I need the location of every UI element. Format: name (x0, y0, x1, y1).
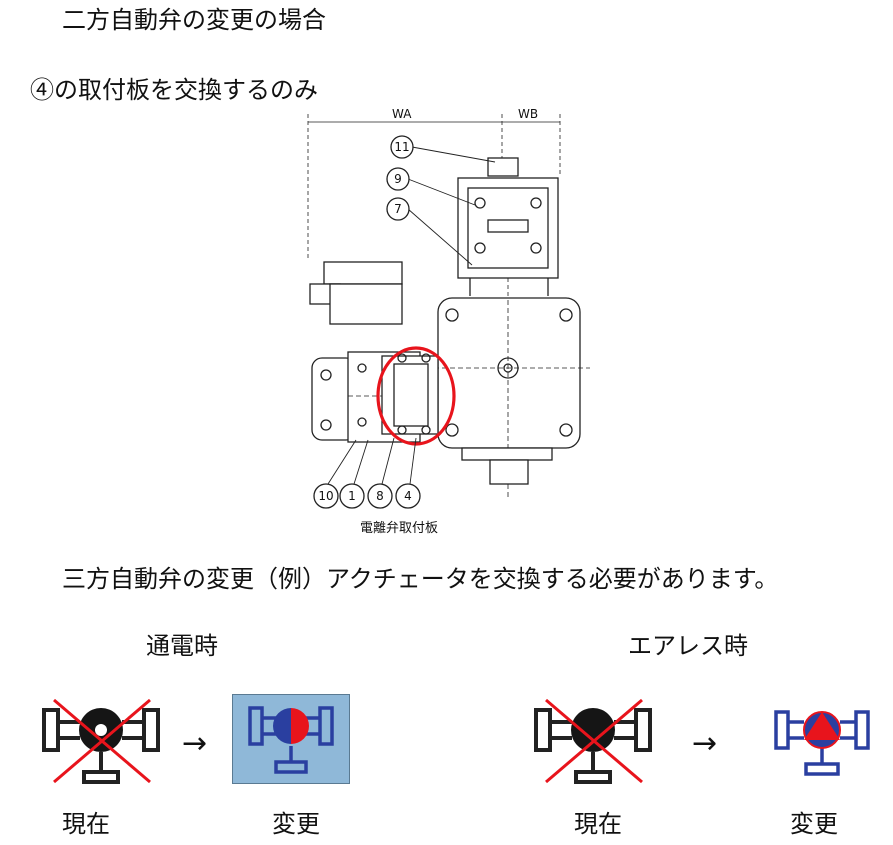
callout-9: 9 (386, 167, 410, 191)
valve-actuator-drawing: WA WB 11 9 7 (307, 107, 590, 536)
svg-text:4: 4 (404, 489, 412, 503)
airless-current-label: 現在 (574, 810, 622, 838)
diagram-caption: 電離弁取付板 (360, 521, 438, 536)
energized-current-label: 現在 (62, 810, 110, 838)
airless-arrow: → (692, 726, 718, 761)
callout-7: 7 (386, 197, 410, 221)
energized-changed-label: 変更 (272, 810, 320, 838)
callout-4: 4 (395, 483, 421, 509)
svg-text:8: 8 (376, 489, 384, 503)
svg-text:1: 1 (348, 489, 356, 503)
callout-1: 1 (339, 483, 365, 509)
svg-text:11: 11 (394, 140, 409, 154)
heading-two-way: 二方自動弁の変更の場合 (62, 6, 326, 34)
callout-11: 11 (390, 135, 414, 159)
airless-changed-label: 変更 (790, 810, 838, 838)
svg-text:9: 9 (394, 172, 402, 186)
heading-three-way: 三方自動弁の変更（例）アクチェータを交換する必要があります。 (62, 565, 779, 593)
energized-arrow: → (182, 726, 208, 761)
energized-title: 通電時 (146, 632, 218, 660)
dim-wa-label: WA (392, 107, 412, 121)
airless-current-valve-icon (534, 698, 652, 784)
airless-title: エアレス時 (628, 632, 748, 660)
dim-wb-label: WB (518, 107, 538, 121)
energized-changed-valve-icon (232, 694, 350, 784)
note-two-way: ④の取付板を交換するのみ (30, 76, 318, 104)
callout-10: 10 (313, 483, 339, 509)
callout-8: 8 (367, 483, 393, 509)
energized-current-valve-icon (42, 698, 160, 784)
airless-changed-valve-icon (774, 710, 870, 776)
svg-text:7: 7 (394, 202, 402, 216)
svg-text:10: 10 (318, 489, 333, 503)
